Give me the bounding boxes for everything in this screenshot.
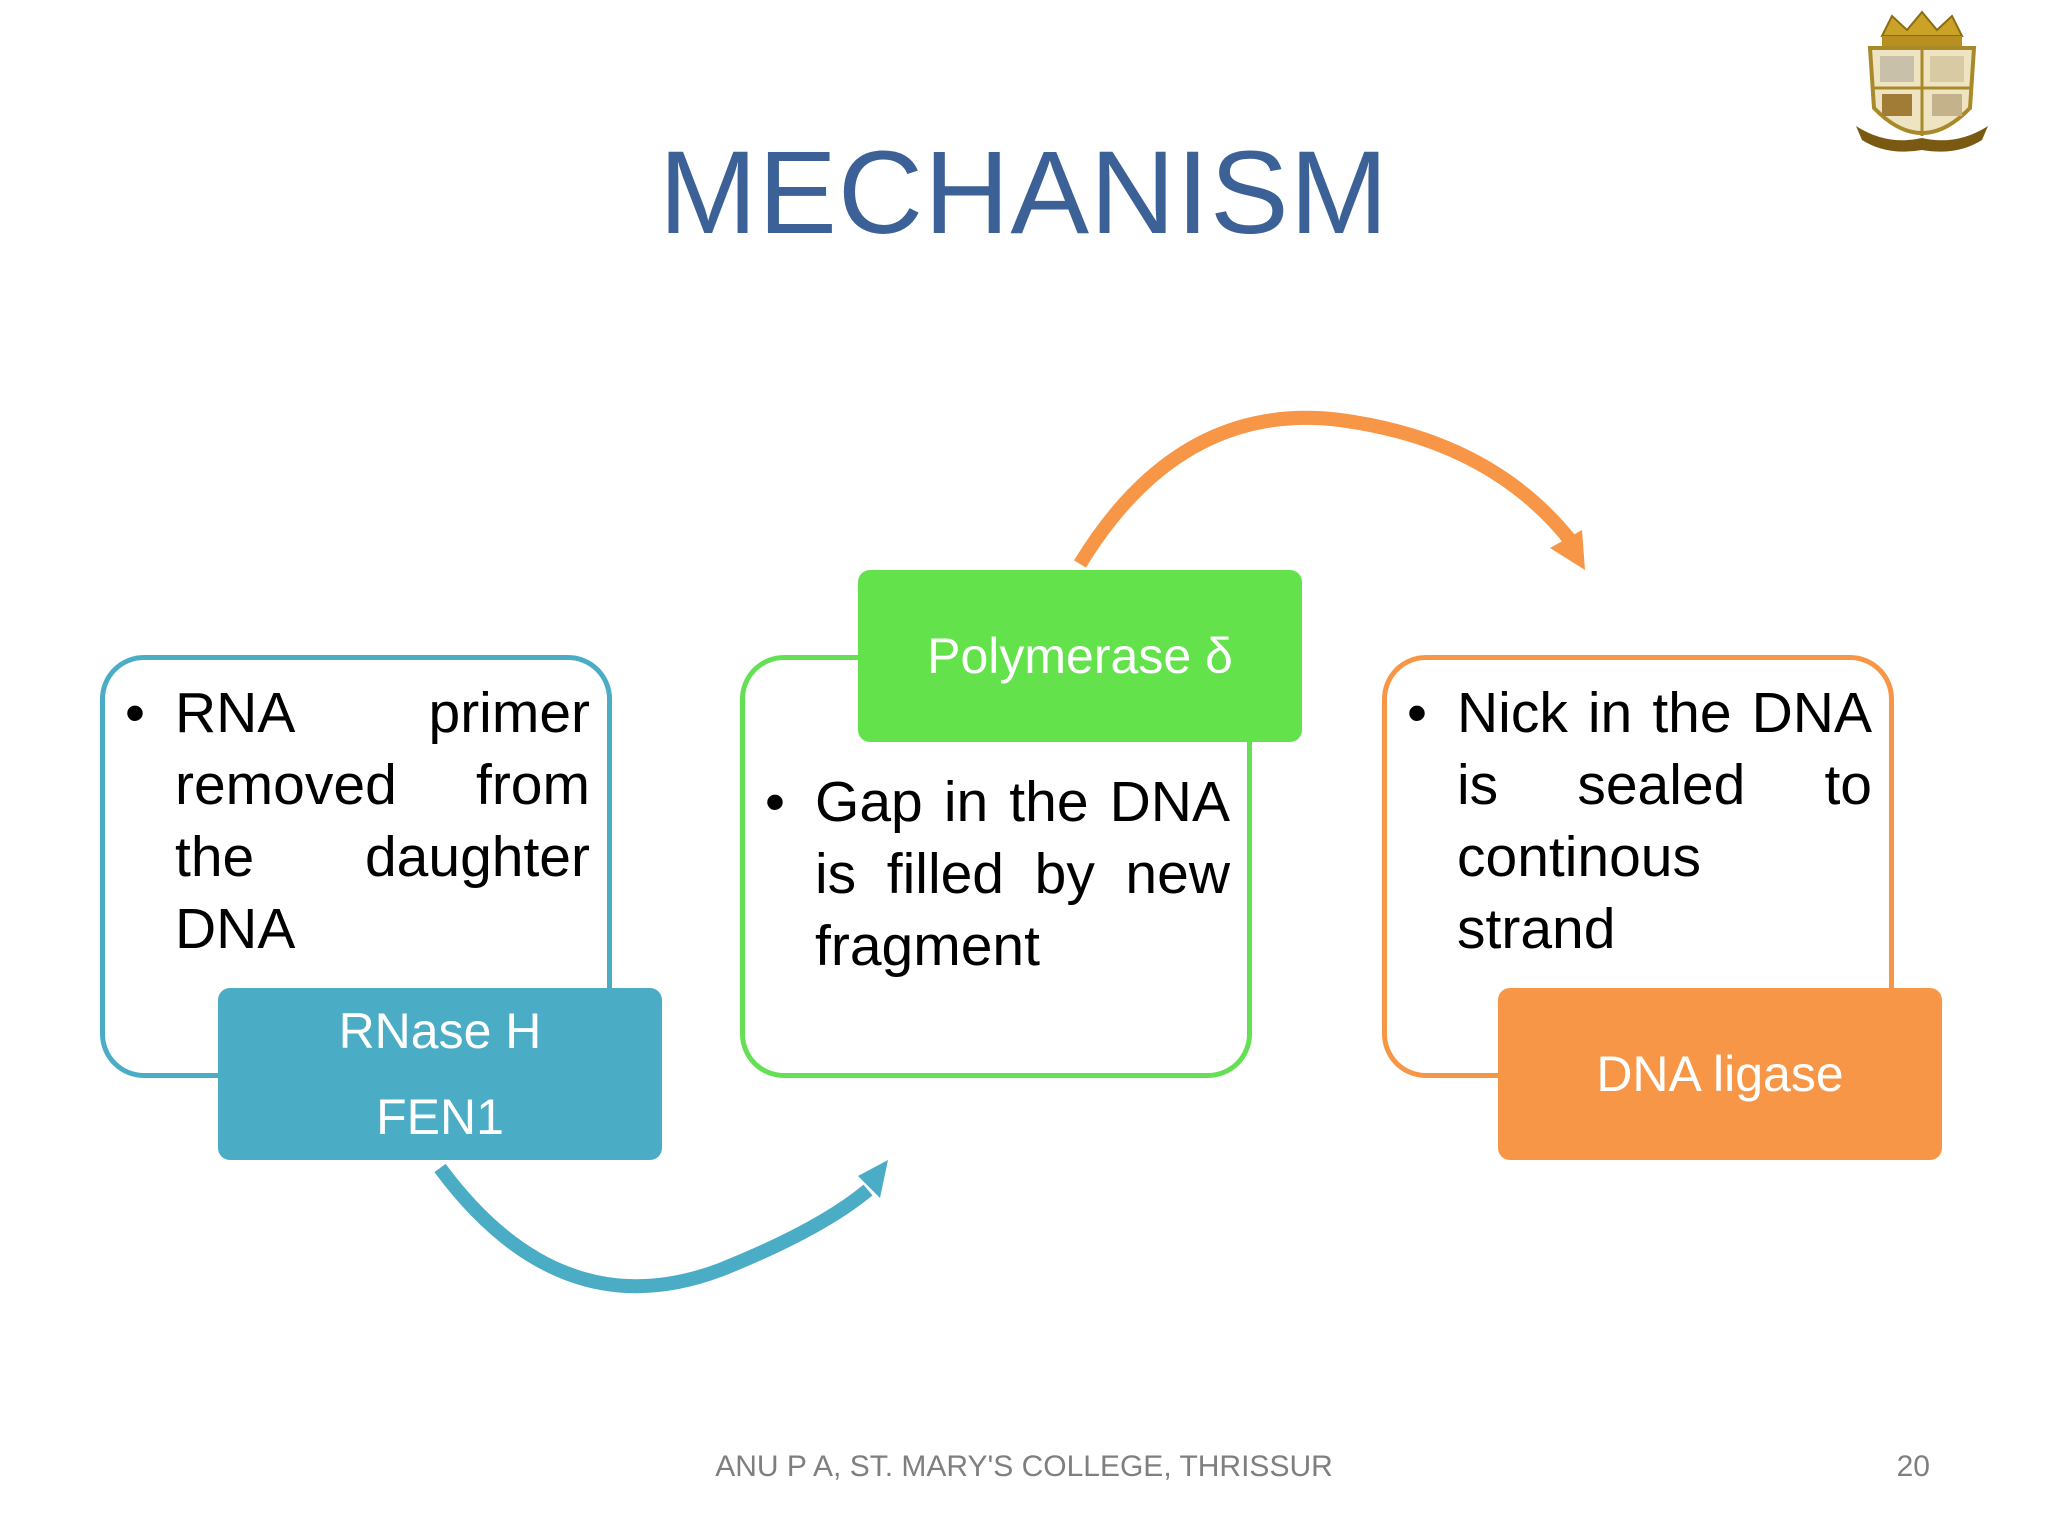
curved-arrow-blue <box>434 1163 873 1294</box>
curved-arrow-orange <box>1074 410 1576 568</box>
footer-author: ANU P A, ST. MARY'S COLLEGE, THRISSUR <box>715 1450 1333 1483</box>
description-text: Nick in the DNA is sealed to continous s… <box>1457 681 1872 961</box>
enzyme-label: RNase H <box>338 1003 542 1059</box>
page-number: 20 <box>1896 1450 1930 1483</box>
bullet-icon: • <box>1407 681 1427 745</box>
description-text: RNA primer removed from the daughter DNA <box>175 681 590 961</box>
step-description-primer-removal: • RNA primer removed from the daughter D… <box>125 677 590 965</box>
college-crest-icon <box>1856 10 1988 152</box>
arrow-head-orange <box>1550 530 1585 570</box>
step-description-gap-filling: • Gap in the DNA is filled by new fragme… <box>765 766 1230 982</box>
enzyme-label: FEN1 <box>376 1089 504 1145</box>
enzyme-label: DNA ligase <box>1596 1046 1844 1102</box>
enzyme-tag-polymerase-delta: Polymerase δ <box>858 570 1302 742</box>
enzyme-tag-rnase-fen1: RNase H FEN1 <box>218 988 662 1160</box>
bullet-icon: • <box>765 770 785 834</box>
description-text: Gap in the DNA is filled by new fragment <box>815 770 1230 978</box>
enzyme-tag-dna-ligase: DNA ligase <box>1498 988 1942 1160</box>
enzyme-label: Polymerase δ <box>927 628 1233 684</box>
slide-title: MECHANISM <box>658 127 1390 259</box>
bullet-icon: • <box>125 681 145 745</box>
arrow-head-blue <box>858 1160 888 1198</box>
step-description-nick-sealing: • Nick in the DNA is sealed to continous… <box>1407 677 1872 965</box>
